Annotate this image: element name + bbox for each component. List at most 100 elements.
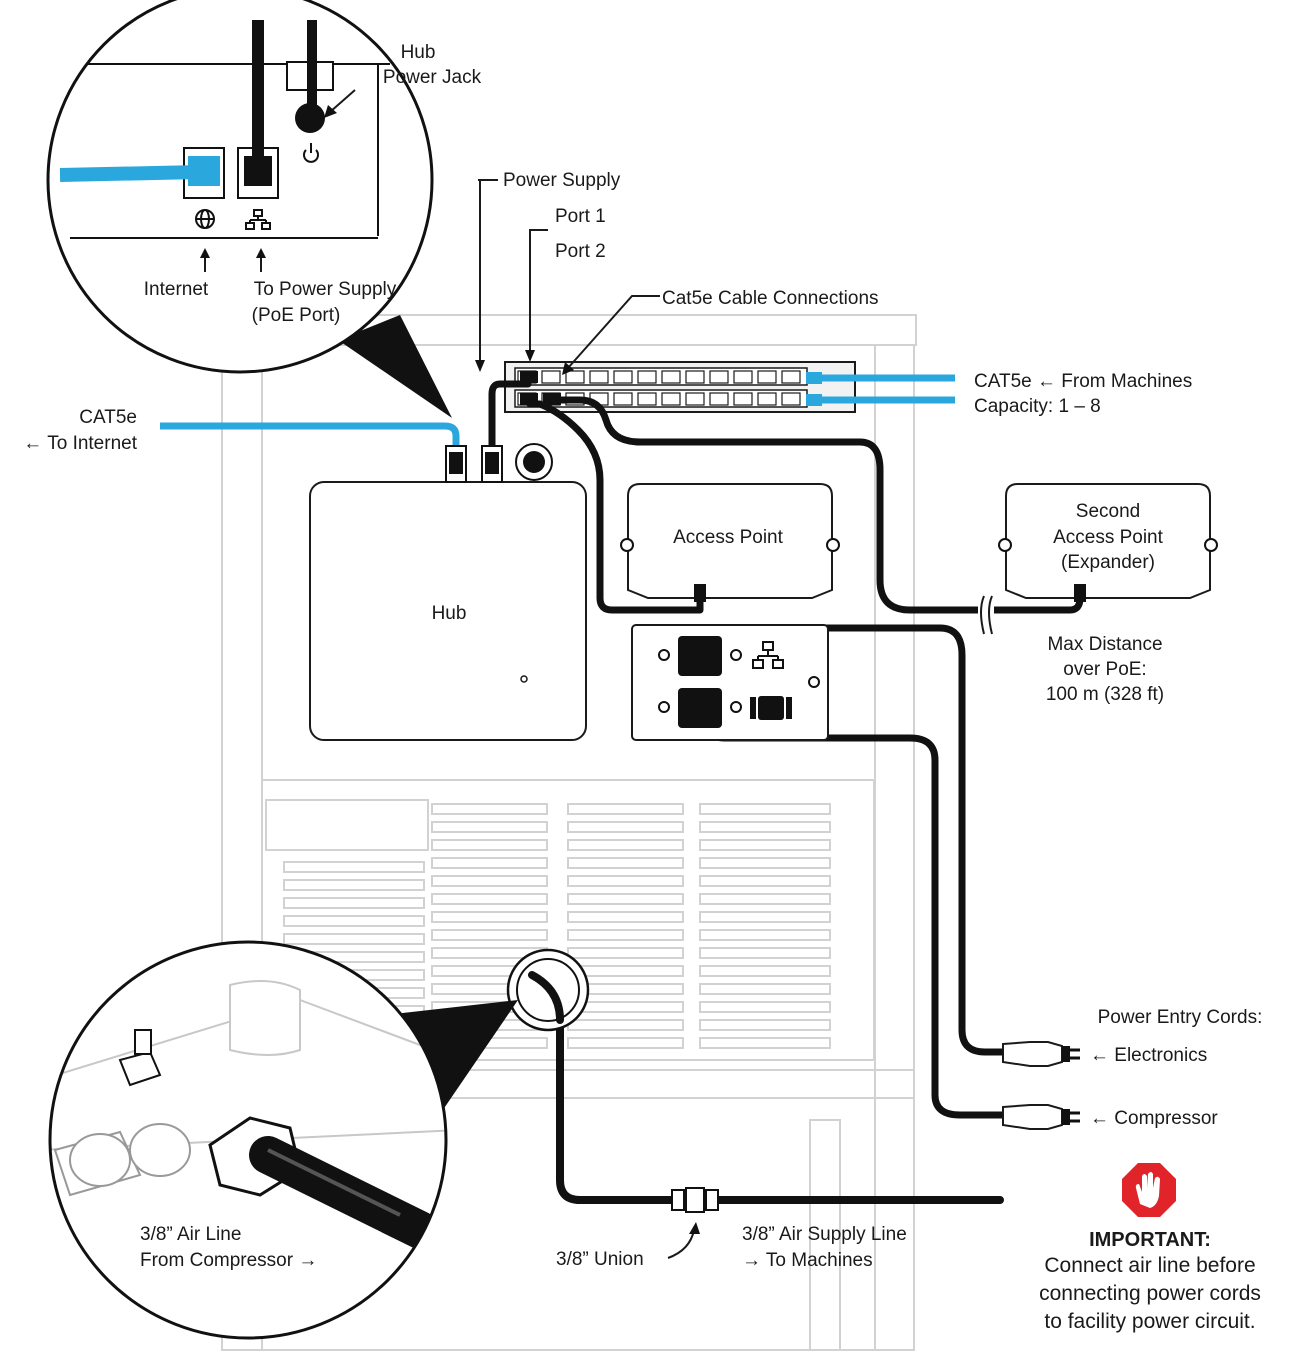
label-second-ap-2: Access Point	[1053, 527, 1164, 548]
hub-rear-zoom	[48, 0, 432, 372]
label-hub-power-jack-1: Hub	[401, 42, 436, 63]
vent-slat	[568, 1020, 683, 1030]
vent-slat	[700, 822, 830, 832]
vent-slat	[700, 930, 830, 940]
switch-port	[782, 371, 800, 383]
label-hub-power-jack-2: Power Jack	[383, 67, 482, 88]
switch-port	[542, 371, 560, 383]
switch-port	[662, 393, 680, 405]
vent-slat	[700, 804, 830, 814]
air-entry-port	[508, 950, 588, 1030]
label-hub: Hub	[432, 603, 467, 624]
label-union: 3/8” Union	[556, 1249, 644, 1270]
switch-port	[614, 371, 632, 383]
vent-slat	[568, 858, 683, 868]
network-switch	[505, 362, 855, 412]
vent-slat	[700, 912, 830, 922]
stop-hand-icon	[1122, 1163, 1176, 1217]
label-to-power-supply-1: To Power Supply	[254, 279, 397, 300]
compressor-plug	[1003, 1105, 1080, 1129]
vent-slat	[568, 1038, 683, 1048]
vent-slat	[432, 804, 547, 814]
vent-slat	[432, 840, 547, 850]
switch-port	[710, 371, 728, 383]
label-electronics: ← Electronics	[1090, 1045, 1207, 1066]
switch-port	[686, 393, 704, 405]
label-important-body-1: Connect air line before	[1044, 1254, 1255, 1277]
label-cat5e-connections: Cat5e Cable Connections	[662, 288, 879, 309]
label-important-body-2: connecting power cords	[1039, 1282, 1261, 1305]
vent-slat	[700, 1038, 830, 1048]
electronics-plug	[1003, 1042, 1080, 1066]
label-cat5e-internet-2: ← To Internet	[23, 433, 137, 454]
switch-port	[566, 371, 584, 383]
power-entry-panel	[632, 625, 828, 740]
switch-port	[758, 371, 776, 383]
label-max-distance-1: Max Distance	[1047, 634, 1162, 655]
vent-slat	[700, 1002, 830, 1012]
label-port-1: Port 1	[555, 206, 606, 227]
vent-slat	[700, 876, 830, 886]
switch-port	[734, 371, 752, 383]
label-important-title: IMPORTANT:	[1089, 1229, 1211, 1251]
vent-slat	[284, 916, 424, 926]
vent-slat	[284, 934, 424, 944]
vent-slat	[700, 840, 830, 850]
vent-slat	[432, 894, 547, 904]
label-compressor: ← Compressor	[1090, 1108, 1218, 1129]
switch-port	[638, 393, 656, 405]
cable-break-symbol	[978, 596, 994, 634]
label-air-line-1: 3/8” Air Line	[140, 1224, 241, 1245]
label-important-body-3: to facility power circuit.	[1044, 1310, 1255, 1333]
vent-slat	[568, 876, 683, 886]
vent-slat	[568, 822, 683, 832]
label-to-power-supply-2: (PoE Port)	[252, 305, 341, 326]
switch-port	[782, 393, 800, 405]
vent-slat	[568, 948, 683, 958]
vent-slat	[568, 912, 683, 922]
label-port-2: Port 2	[555, 241, 606, 262]
label-air-line-2: From Compressor →	[140, 1250, 317, 1271]
vent-slat	[432, 912, 547, 922]
switch-port	[590, 371, 608, 383]
vent-slat	[568, 840, 683, 850]
label-internet: Internet	[144, 279, 209, 300]
vent-slat	[700, 984, 830, 994]
air-line-zoom	[40, 942, 460, 1338]
vent-slat	[284, 898, 424, 908]
label-access-point: Access Point	[673, 527, 784, 548]
vent-slat	[568, 804, 683, 814]
switch-port	[662, 371, 680, 383]
vent-slat	[568, 894, 683, 904]
label-power-supply: Power Supply	[503, 170, 621, 191]
switch-port	[734, 393, 752, 405]
switch-port	[710, 393, 728, 405]
label-cat5e-internet-1: CAT5e	[79, 407, 137, 428]
label-max-distance-3: 100 m (328 ft)	[1046, 684, 1164, 705]
vent-slat	[700, 858, 830, 868]
vent-slat	[432, 930, 547, 940]
label-max-distance-2: over PoE:	[1063, 659, 1146, 680]
air-union-fitting	[672, 1188, 718, 1212]
hub-device	[310, 444, 586, 740]
vent-slat	[432, 822, 547, 832]
label-power-entry-cords: Power Entry Cords:	[1098, 1007, 1263, 1028]
switch-port	[614, 393, 632, 405]
label-cat5e-machines-2: Capacity: 1 – 8	[974, 396, 1101, 417]
vent-slat	[700, 948, 830, 958]
switch-port	[686, 371, 704, 383]
vent-slat	[284, 880, 424, 890]
label-air-supply-2: → To Machines	[742, 1250, 873, 1271]
vent-slat	[284, 862, 424, 872]
label-cat5e-machines-1: CAT5e ← From Machines	[974, 371, 1192, 392]
vent-slat	[700, 966, 830, 976]
switch-port	[758, 393, 776, 405]
vent-slat	[432, 858, 547, 868]
vent-slat	[568, 930, 683, 940]
vent-slat	[432, 876, 547, 886]
label-second-ap-3: (Expander)	[1061, 552, 1155, 573]
vent-slat	[700, 1020, 830, 1030]
label-second-ap-1: Second	[1076, 501, 1140, 522]
